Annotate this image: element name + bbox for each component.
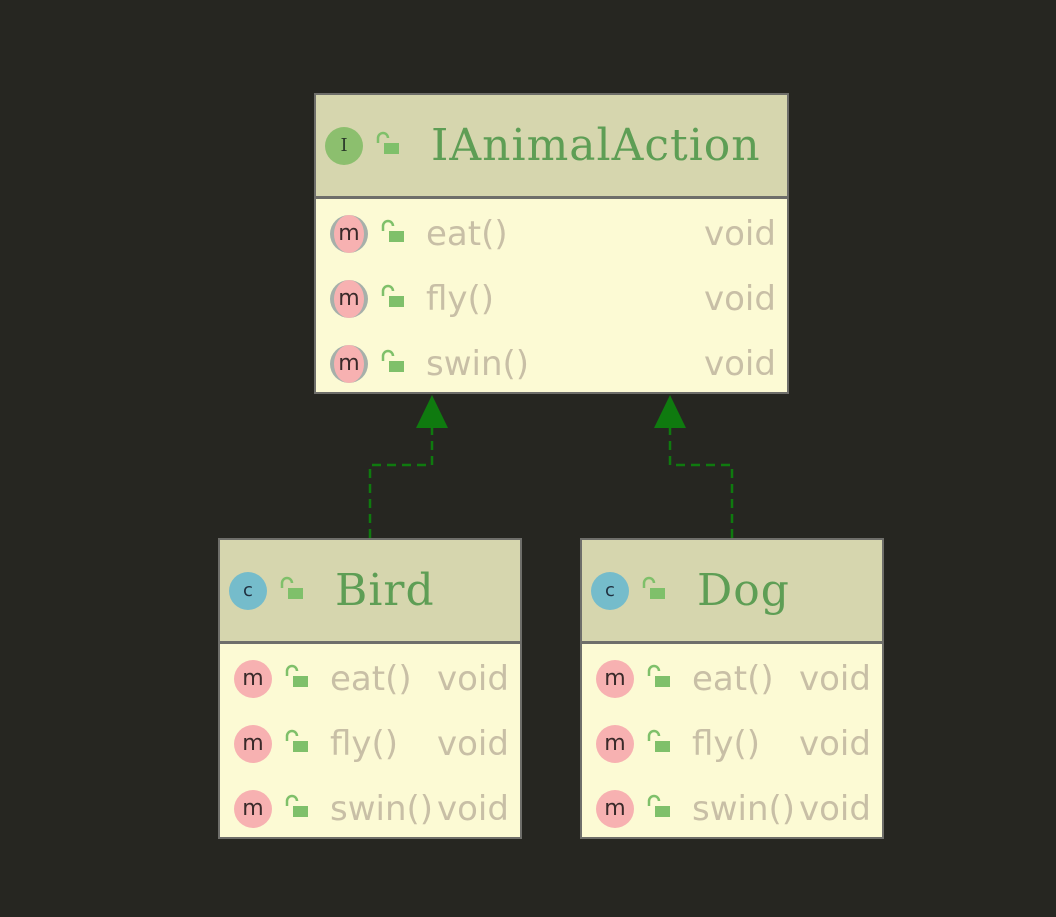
method-row[interactable]: m eat() void	[582, 646, 882, 711]
method-name: swin()	[330, 788, 434, 829]
public-lock-icon	[646, 729, 672, 759]
class-box-dog[interactable]: c Dog m eat() void m fly() void m	[580, 538, 884, 839]
method-row[interactable]: m swin() void	[582, 776, 882, 841]
interface-icon: I	[325, 126, 363, 165]
method-name: swin()	[426, 343, 530, 384]
method-name: eat()	[692, 658, 774, 699]
method-icon: m	[596, 724, 634, 763]
class-title: Dog	[697, 564, 790, 616]
class-title: IAnimalAction	[431, 119, 761, 171]
method-row[interactable]: m fly() void	[582, 711, 882, 776]
public-lock-icon	[380, 284, 406, 314]
class-header[interactable]: I IAnimalAction	[316, 95, 787, 199]
method-list: m eat() void m fly() void m swin() void	[220, 644, 520, 841]
bird-realization-arrow	[368, 395, 448, 538]
abstract-method-icon: m	[330, 214, 368, 253]
class-title: Bird	[335, 564, 435, 616]
method-return-type: void	[704, 278, 776, 319]
method-icon: m	[234, 659, 272, 698]
method-icon: m	[234, 724, 272, 763]
method-icon: m	[596, 789, 634, 828]
method-name: eat()	[330, 658, 412, 699]
method-return-type: void	[437, 723, 509, 764]
class-icon: c	[229, 571, 267, 610]
method-name: eat()	[426, 213, 508, 254]
public-lock-icon	[375, 131, 401, 161]
public-lock-icon	[380, 349, 406, 379]
method-return-type: void	[704, 343, 776, 384]
method-row[interactable]: m eat() void	[220, 646, 520, 711]
interface-box-ianimalaction[interactable]: I IAnimalAction m eat() void m fly() voi…	[314, 93, 789, 394]
method-list: m eat() void m fly() void m swin() void	[582, 644, 882, 841]
arrowhead-icon	[416, 395, 448, 428]
abstract-method-icon: m	[330, 344, 368, 383]
method-return-type: void	[437, 788, 509, 829]
public-lock-icon	[641, 576, 667, 606]
class-header[interactable]: c Dog	[582, 540, 882, 644]
method-return-type: void	[437, 658, 509, 699]
method-list: m eat() void m fly() void m swin() void	[316, 199, 787, 396]
method-icon: m	[596, 659, 634, 698]
method-name: fly()	[426, 278, 495, 319]
method-return-type: void	[704, 213, 776, 254]
method-row[interactable]: m fly() void	[316, 266, 787, 331]
abstract-method-icon: m	[330, 279, 368, 318]
public-lock-icon	[380, 219, 406, 249]
method-name: fly()	[692, 723, 761, 764]
method-return-type: void	[799, 788, 871, 829]
dog-realization-arrow	[654, 395, 734, 538]
method-name: swin()	[692, 788, 796, 829]
method-name: fly()	[330, 723, 399, 764]
class-icon: c	[591, 571, 629, 610]
public-lock-icon	[279, 576, 305, 606]
method-row[interactable]: m fly() void	[220, 711, 520, 776]
method-return-type: void	[799, 658, 871, 699]
public-lock-icon	[284, 794, 310, 824]
public-lock-icon	[284, 664, 310, 694]
public-lock-icon	[284, 729, 310, 759]
class-header[interactable]: c Bird	[220, 540, 520, 644]
method-row[interactable]: m eat() void	[316, 201, 787, 266]
class-box-bird[interactable]: c Bird m eat() void m fly() void m	[218, 538, 522, 839]
public-lock-icon	[646, 794, 672, 824]
public-lock-icon	[646, 664, 672, 694]
method-row[interactable]: m swin() void	[316, 331, 787, 396]
method-icon: m	[234, 789, 272, 828]
arrowhead-icon	[654, 395, 686, 428]
method-return-type: void	[799, 723, 871, 764]
method-row[interactable]: m swin() void	[220, 776, 520, 841]
